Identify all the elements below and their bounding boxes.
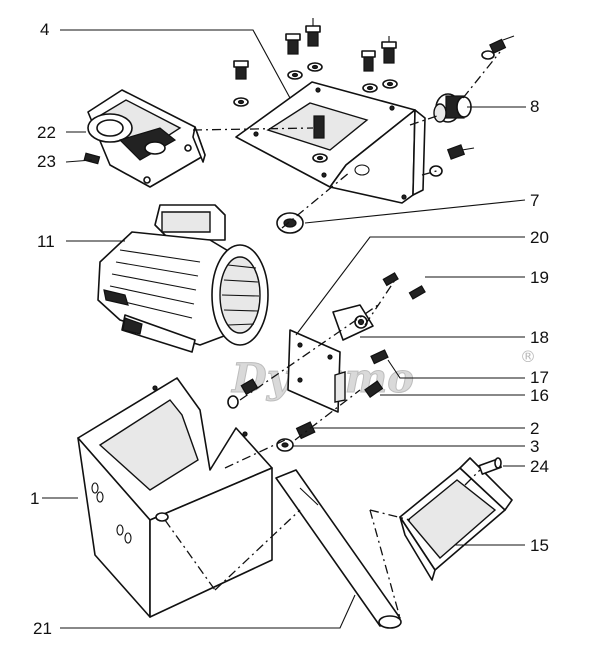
part-21-guide-rod <box>275 469 402 629</box>
part-1-housing <box>77 377 273 618</box>
part-17-pin <box>370 349 389 365</box>
callout-1: 1 <box>30 489 39 508</box>
part-3-washer <box>276 438 294 452</box>
callout-labels: 4 8 7 22 23 11 20 19 18 17 16 2 3 24 15 … <box>30 20 549 638</box>
bolt-icon <box>285 33 303 80</box>
leader-lines <box>42 29 526 629</box>
bolt-icon <box>381 36 398 89</box>
callout-21: 21 <box>33 619 52 638</box>
part-16-screw <box>364 380 384 398</box>
callout-4: 4 <box>40 20 49 39</box>
bolt-icon <box>312 115 328 163</box>
callout-15: 15 <box>530 536 549 555</box>
bolt-icon <box>305 18 323 72</box>
callout-24: 24 <box>530 457 549 476</box>
callout-18: 18 <box>530 328 549 347</box>
callout-2: 2 <box>530 419 539 438</box>
callout-16: 16 <box>530 386 549 405</box>
bolt-icon <box>429 144 475 177</box>
callout-7: 7 <box>530 191 539 210</box>
callout-19: 19 <box>530 268 549 287</box>
callout-22: 22 <box>37 123 56 142</box>
callout-3: 3 <box>530 437 539 456</box>
part-22-switch-housing <box>87 89 206 188</box>
bolt-icon <box>233 60 249 107</box>
callout-20: 20 <box>530 228 549 247</box>
part-4-mounting-bracket <box>235 81 426 204</box>
callout-11: 11 <box>37 232 55 251</box>
part-20-mounting-plate <box>287 329 346 413</box>
bolt-icon <box>361 50 378 93</box>
part-11-electric-motor <box>97 204 269 353</box>
bolt-icon <box>382 272 399 287</box>
part-8-cable-gland <box>433 93 472 123</box>
part-23-screw <box>83 152 101 165</box>
registered-mark: ® <box>520 347 536 366</box>
callout-17: 17 <box>530 368 549 387</box>
bolt-icon <box>408 285 426 300</box>
housing-fasteners-left <box>227 378 259 409</box>
assembly-axes <box>164 51 501 619</box>
part-24-pin <box>478 457 502 475</box>
callout-8: 8 <box>530 97 539 116</box>
bracket-bolts <box>233 18 515 177</box>
part-19-screws <box>382 272 426 300</box>
part-7-nut <box>276 212 304 234</box>
bolt-icon <box>481 35 515 60</box>
part-15-cover <box>399 457 513 581</box>
callout-23: 23 <box>37 152 56 171</box>
